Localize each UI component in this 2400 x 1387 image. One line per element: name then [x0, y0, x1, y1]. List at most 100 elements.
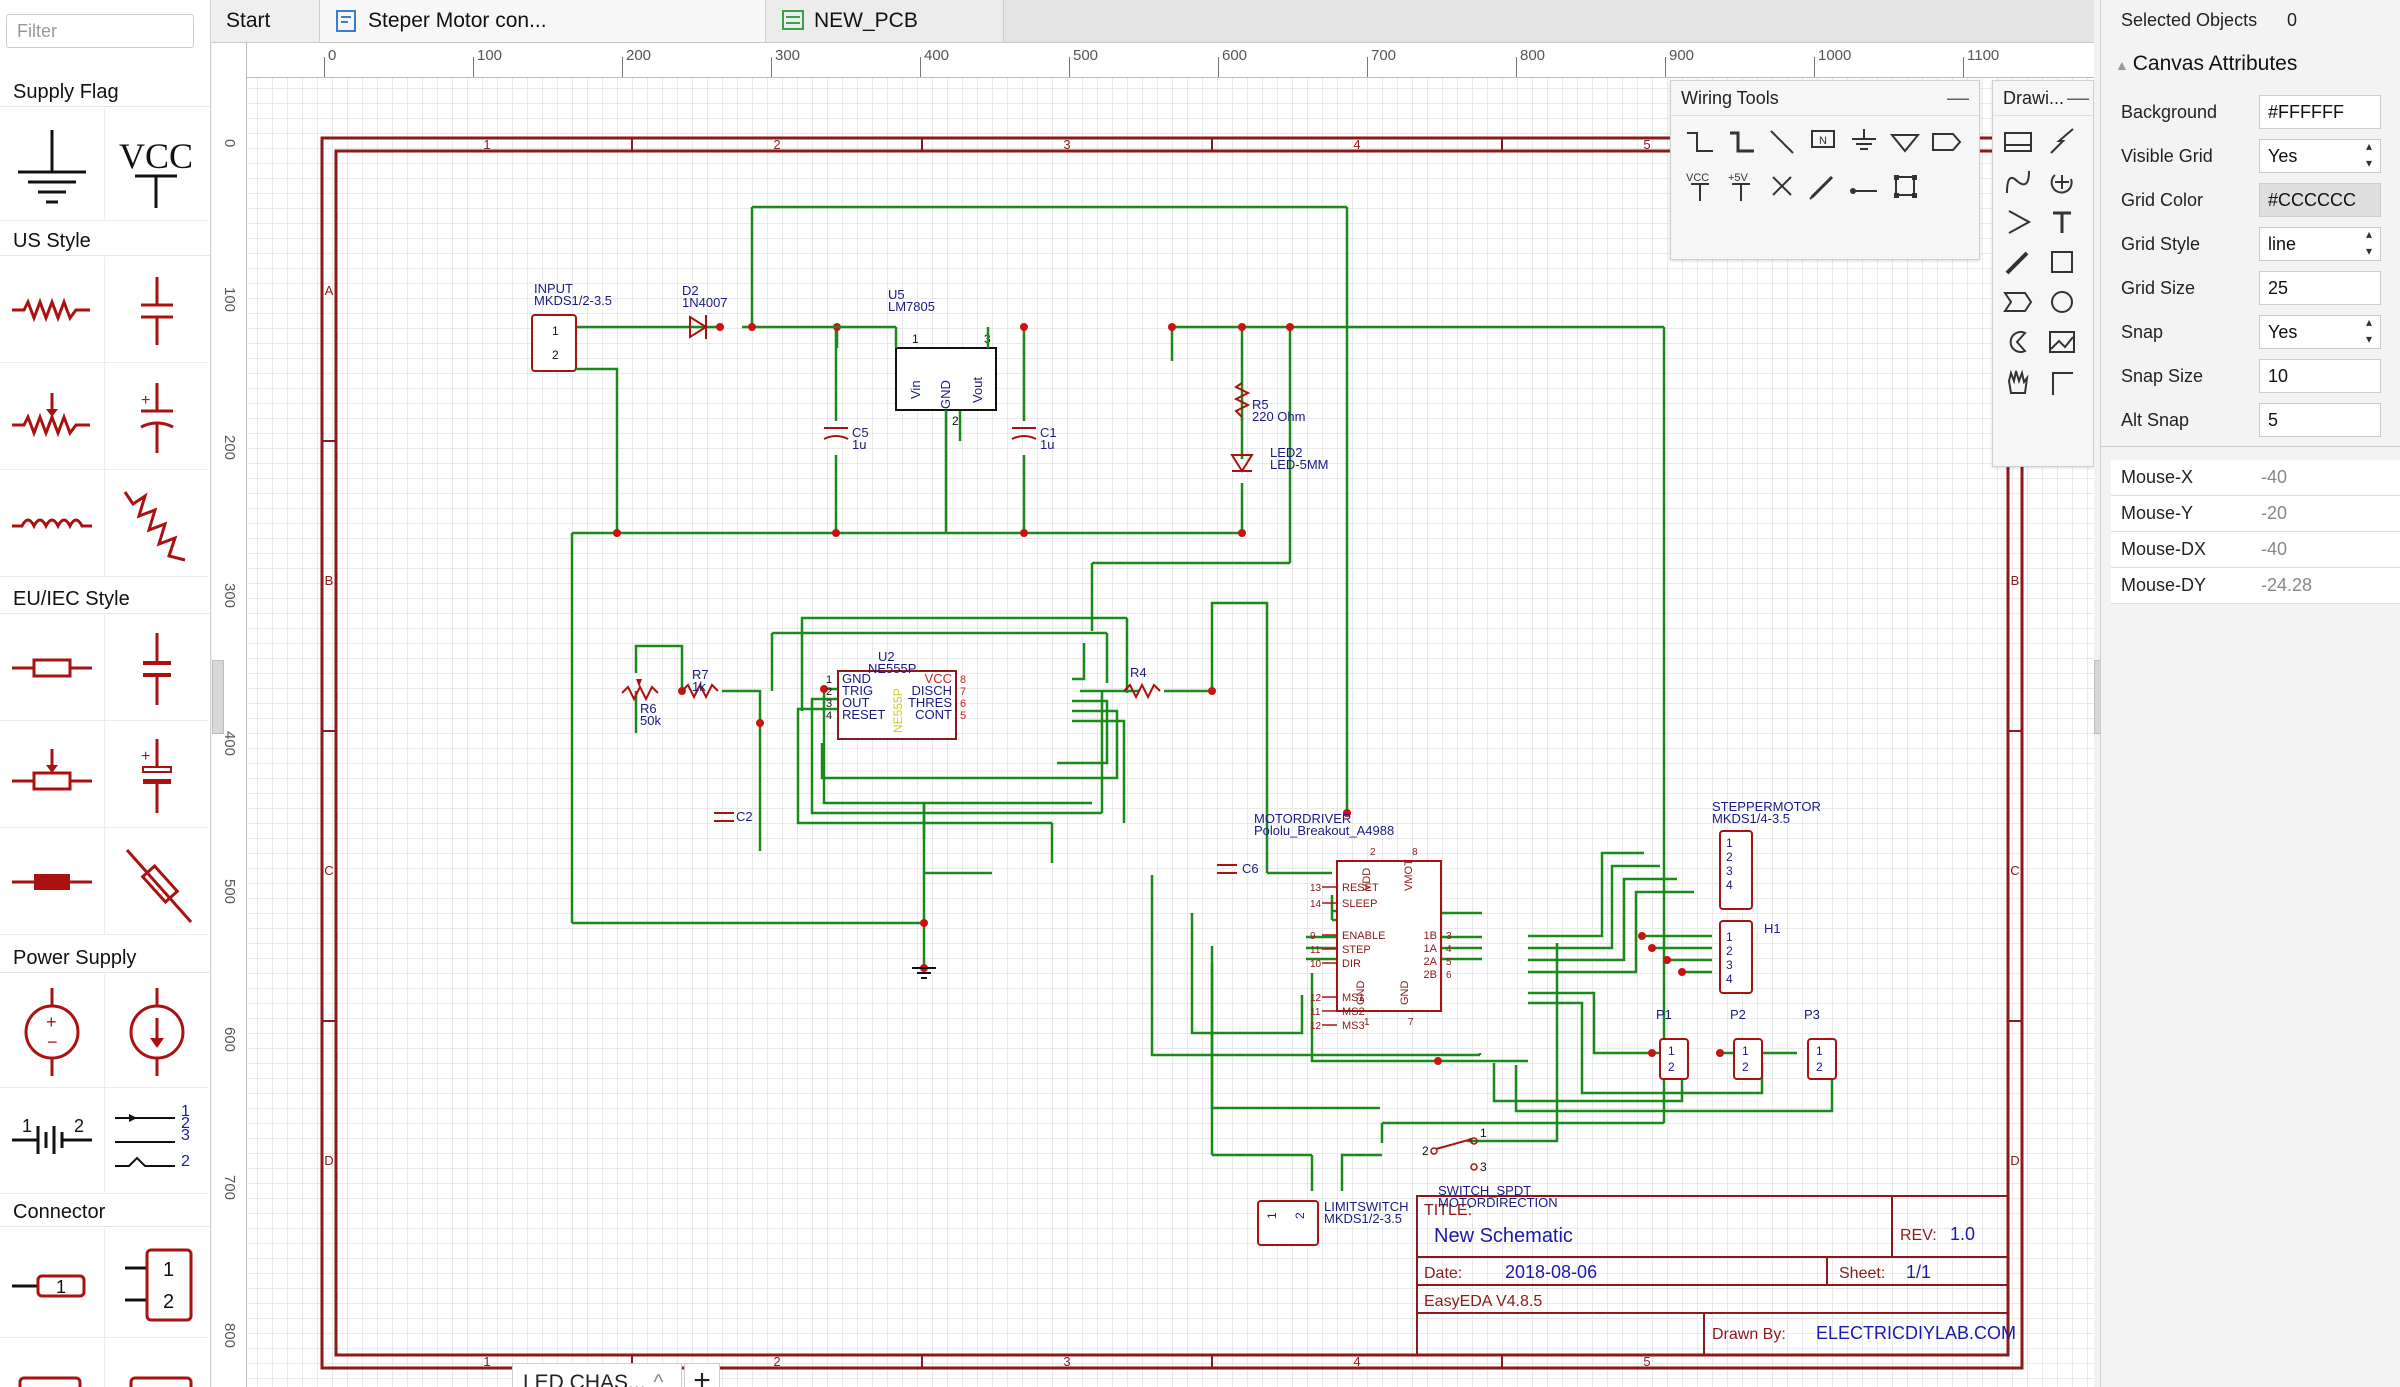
switch-blade	[1435, 1138, 1473, 1150]
pin-icon[interactable]	[1847, 169, 1881, 203]
dimension-tool-icon[interactable]	[2045, 365, 2079, 399]
connector-3pin-symbol[interactable]	[0, 1338, 104, 1387]
junction-dot	[1648, 944, 1656, 952]
minimize-icon[interactable]: —	[2067, 85, 2089, 110]
frame-row-label: C	[2010, 863, 2019, 878]
hand-pan-icon[interactable]	[2001, 365, 2035, 399]
fuse-symbol[interactable]	[104, 828, 208, 935]
h1-pin: 4	[1726, 972, 1733, 986]
ruler-top-tick: 0	[328, 47, 337, 64]
current-source-symbol[interactable]	[104, 974, 208, 1088]
left-panel-collapse-handle[interactable]	[212, 660, 224, 734]
resistor-filled-symbol[interactable]	[0, 828, 104, 935]
property-select[interactable]: line	[2259, 226, 2381, 261]
schematic-canvas[interactable]: 1122334455AABBCCDDTITLE:New SchematicREV…	[212, 43, 2094, 1387]
inductor-us-symbol[interactable]	[0, 470, 104, 577]
section-supply-flag[interactable]: Supply Flag	[0, 77, 210, 107]
input-part: MKDS1/2-3.5	[534, 293, 612, 308]
curve-tool-icon[interactable]	[2001, 165, 2035, 199]
ruler-top-tick: 1000	[1818, 47, 1852, 64]
svg-text:1: 1	[163, 1259, 174, 1281]
line-tool-icon[interactable]	[1765, 125, 1799, 159]
property-input[interactable]: 10	[2259, 359, 2381, 393]
capacitor-eu-symbol[interactable]	[104, 615, 208, 721]
canvas-attributes-header[interactable]: ▲ Canvas Attributes	[2115, 52, 2297, 76]
vcc-flag-icon[interactable]: VCC	[1683, 169, 1717, 203]
input-pin: 1	[552, 324, 559, 338]
property-label: Grid Size	[2121, 278, 2196, 298]
vcc-label: VCC	[119, 136, 193, 176]
wire	[1514, 1063, 1834, 1113]
connector-1pin-symbol[interactable]: 1	[0, 1228, 104, 1338]
probe-icon[interactable]	[1806, 169, 1840, 203]
minimize-icon[interactable]: —	[1947, 85, 1969, 110]
capacitor-plate	[823, 435, 849, 440]
resistor-us-symbol[interactable]	[0, 257, 104, 363]
c2-name: C2	[736, 809, 753, 824]
mouse-label: Mouse-DX	[2121, 539, 2207, 559]
net-label-icon[interactable]: N	[1806, 125, 1840, 159]
vcc-symbol[interactable]: VCC	[104, 108, 208, 221]
property-input[interactable]: #FFFFFF	[2259, 95, 2381, 129]
image-tool-icon[interactable]	[2001, 125, 2035, 159]
tab-start[interactable]: Start	[212, 0, 320, 42]
capacitor-us-symbol[interactable]	[104, 257, 208, 363]
resistor-eu-symbol[interactable]	[0, 615, 104, 721]
limit-pin: 1	[1265, 1212, 1279, 1219]
wire-tool-icon[interactable]	[1683, 125, 1717, 159]
polarized-capacitor-eu-symbol[interactable]: +	[104, 721, 208, 828]
bus-tool-icon[interactable]	[1724, 125, 1758, 159]
pencil-lightning-icon[interactable]	[2045, 125, 2079, 159]
freehand-icon[interactable]	[2001, 245, 2035, 279]
section-eu-iec-style[interactable]: EU/IEC Style	[0, 584, 210, 614]
ruler-left-tick: 800	[221, 1323, 238, 1349]
thermistor-us-symbol[interactable]	[104, 470, 208, 577]
add-sheet-button[interactable]: +	[684, 1363, 720, 1387]
net-port-icon[interactable]	[1929, 125, 1963, 159]
u2-num: 2	[826, 686, 832, 698]
text-tool-icon[interactable]	[2045, 205, 2079, 239]
chevron-up-icon[interactable]: ^	[653, 1371, 664, 1387]
arc-tool-icon[interactable]	[2045, 165, 2079, 199]
potentiometer-eu-symbol[interactable]	[0, 721, 104, 828]
property-input[interactable]: 5	[2259, 403, 2381, 437]
schematic-drawing[interactable]: 1122334455AABBCCDDTITLE:New SchematicREV…	[212, 43, 2094, 1387]
image-insert-icon[interactable]	[2045, 325, 2079, 359]
sheet-tab[interactable]: LED CHAS...^	[512, 1363, 682, 1387]
plus5-flag-icon[interactable]: +5V	[1724, 169, 1758, 203]
section-power-supply[interactable]: Power Supply	[0, 943, 210, 973]
ground-symbol[interactable]	[0, 108, 104, 221]
property-select[interactable]: Yes	[2259, 138, 2381, 173]
section-us-style[interactable]: US Style	[0, 226, 210, 256]
ground-flag-icon[interactable]	[1847, 125, 1881, 159]
filter-input[interactable]: Filter	[6, 14, 194, 48]
circle-tool-icon[interactable]	[2045, 285, 2079, 319]
schematic-icon	[336, 10, 356, 32]
c6-name: C6	[1242, 861, 1259, 876]
polarized-capacitor-us-symbol[interactable]: +	[104, 363, 208, 470]
power-flag-icon[interactable]	[1888, 125, 1922, 159]
connector-4pin-symbol[interactable]	[104, 1338, 208, 1387]
group-icon[interactable]	[1888, 169, 1922, 203]
property-input[interactable]: 25	[2259, 271, 2381, 305]
no-connect-icon[interactable]	[1765, 169, 1799, 203]
rectangle-tool-icon[interactable]	[2045, 245, 2079, 279]
potentiometer-us-symbol[interactable]	[0, 363, 104, 470]
arrow-tool-icon[interactable]	[2001, 205, 2035, 239]
vcc-text: VCC	[1686, 172, 1709, 184]
tab-schematic[interactable]: Steper Motor con...	[320, 0, 766, 42]
polygon-tool-icon[interactable]	[2001, 285, 2035, 319]
driver-pin: MS2	[1342, 1006, 1365, 1018]
property-select[interactable]: Yes	[2259, 314, 2381, 349]
voltage-source-symbol[interactable]: +−	[0, 974, 104, 1088]
property-input[interactable]: #CCCCCC	[2259, 183, 2381, 217]
driver-pin: VDD	[1361, 868, 1373, 891]
section-connector[interactable]: Connector	[0, 1197, 210, 1227]
tab-pcb[interactable]: NEW_PCB	[766, 0, 1004, 42]
wire	[1150, 875, 1480, 1057]
limit-pin: 2	[1293, 1212, 1307, 1219]
pie-tool-icon[interactable]	[2001, 325, 2035, 359]
